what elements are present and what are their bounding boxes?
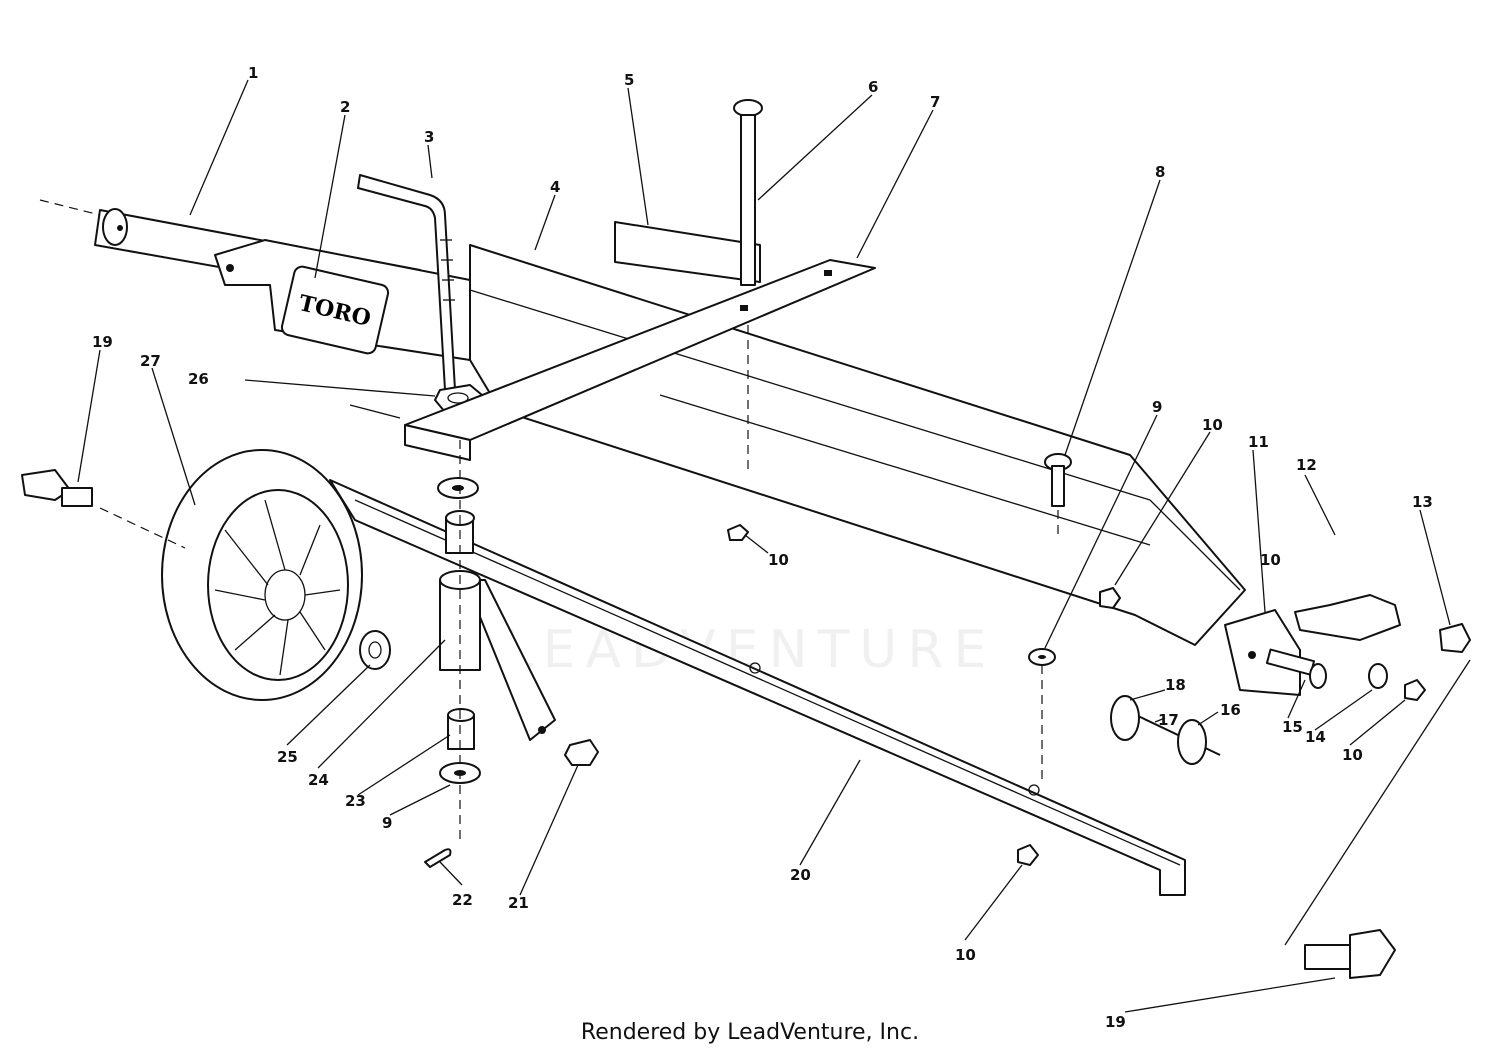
plate-5 xyxy=(614,221,761,283)
spacer-13 xyxy=(1439,623,1471,653)
leader-lines xyxy=(77,79,1451,1013)
callout-2: 2 xyxy=(340,98,350,116)
bolt-19-left xyxy=(21,469,93,507)
cotter-pin-22 xyxy=(424,848,452,868)
bolt-19-right xyxy=(1284,659,1471,979)
callout-5: 5 xyxy=(624,71,634,89)
carriage-bolt-6 xyxy=(733,99,763,470)
callout-17: 17 xyxy=(1158,711,1179,729)
bolt-15 xyxy=(1265,648,1327,689)
washer-14 xyxy=(1368,663,1388,689)
callout-24: 24 xyxy=(308,771,329,789)
callout-1: 1 xyxy=(248,64,258,82)
callout-10-d: 10 xyxy=(955,946,976,964)
callout-18: 18 xyxy=(1165,676,1186,694)
washer-25 xyxy=(359,630,391,670)
callout-10-c: 10 xyxy=(768,551,789,569)
callout-12: 12 xyxy=(1296,456,1317,474)
callout-20: 20 xyxy=(790,866,811,884)
callout-16: 16 xyxy=(1220,701,1241,719)
callout-22: 22 xyxy=(452,891,473,909)
washer-9-right xyxy=(1028,648,1056,780)
callout-10-e: 10 xyxy=(1342,746,1363,764)
callout-13: 13 xyxy=(1412,493,1433,511)
callout-6: 6 xyxy=(868,78,878,96)
nuts-10 xyxy=(727,524,1426,866)
callout-9: 9 xyxy=(1152,398,1162,416)
nut-21 xyxy=(564,739,599,766)
callout-25: 25 xyxy=(277,748,298,766)
cross-bar-7 xyxy=(349,259,876,461)
carriage-bolt-8 xyxy=(1044,453,1072,540)
callout-11: 11 xyxy=(1248,433,1269,451)
callout-9-b: 9 xyxy=(382,814,392,832)
wheel-27 xyxy=(99,449,363,701)
callout-labels: 1 2 3 4 5 6 7 8 9 10 10 11 12 13 26 19 2… xyxy=(92,64,1433,1031)
callout-8: 8 xyxy=(1155,163,1165,181)
stack-parts xyxy=(437,440,481,840)
callout-14: 14 xyxy=(1305,728,1326,746)
callout-26: 26 xyxy=(188,370,209,388)
callout-15: 15 xyxy=(1282,718,1303,736)
callout-21: 21 xyxy=(508,894,529,912)
callout-3: 3 xyxy=(424,128,434,146)
callout-7: 7 xyxy=(930,93,940,111)
callout-19-left: 19 xyxy=(92,333,113,351)
callout-10-b: 10 xyxy=(1260,551,1281,569)
axle-channel-20 xyxy=(329,479,1186,896)
callout-27: 27 xyxy=(140,352,161,370)
callout-23: 23 xyxy=(345,792,366,810)
callout-4: 4 xyxy=(550,178,560,196)
main-frame-channel xyxy=(469,244,1246,646)
callout-19-right: 19 xyxy=(1105,1013,1126,1031)
axle-shaft xyxy=(1110,695,1221,765)
toro-decal: TORO xyxy=(280,265,390,355)
callout-10: 10 xyxy=(1202,416,1223,434)
footer-credit: Rendered by LeadVenture, Inc. xyxy=(580,1020,920,1045)
